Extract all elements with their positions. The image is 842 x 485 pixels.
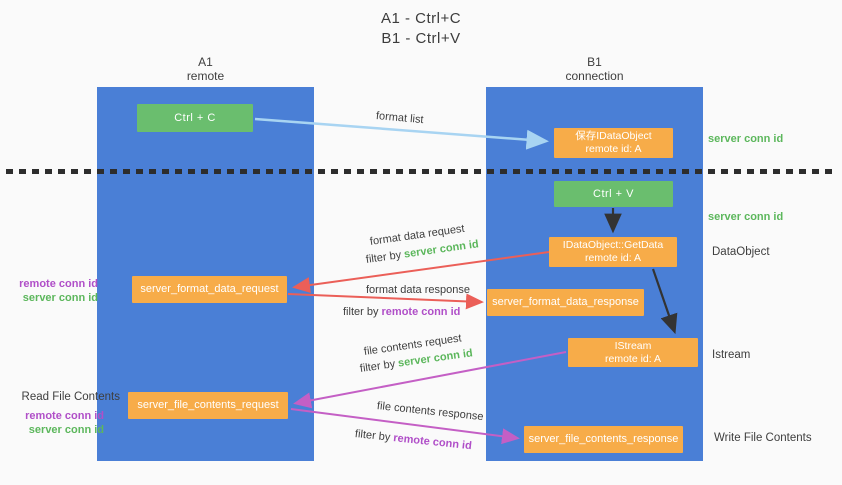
lane-b1-name: B1	[587, 55, 602, 69]
server-file-contents-request-box: server_file_contents_request	[128, 392, 288, 419]
server-format-data-request-label: server_format_data_request	[140, 283, 279, 295]
lane-b1-role: connection	[565, 69, 624, 83]
filter-by-prefix: filter by	[343, 306, 382, 318]
server-file-contents-response-label: server_file_contents_response	[528, 433, 679, 445]
file-contents-response-filter: filter by remote conn id	[354, 428, 472, 452]
write-file-contents-label: Write File Contents	[714, 432, 812, 444]
dotted-separator	[6, 169, 836, 174]
istream-box: IStream remote id: A	[568, 338, 698, 367]
server-file-contents-request-label: server_file_contents_request	[137, 399, 279, 411]
getdata-line2: remote id: A	[584, 252, 642, 264]
save-idataobject-line2: remote id: A	[585, 143, 642, 155]
save-idataobject-line1: 保存IDataObject	[575, 130, 652, 142]
istream-line2: remote id: A	[604, 352, 662, 365]
read-file-contents-label: Read File Contents	[21, 391, 120, 403]
istream-side-label: Istream	[712, 349, 751, 361]
remote-conn-id-label-2: remote conn id	[25, 410, 104, 422]
remote-conn-id-key: remote conn id	[381, 306, 461, 318]
filter-by-prefix: filter by	[365, 248, 405, 266]
format-list-label: format list	[375, 110, 425, 127]
remote-conn-id-key: remote conn id	[392, 432, 473, 453]
lane-header-b1-connection: B1 connection	[486, 55, 703, 83]
getdata-line1: IDataObject::GetData	[562, 239, 664, 251]
server-format-data-response-box: server_format_data_response	[487, 289, 644, 316]
lane-a1-name: A1	[198, 55, 213, 69]
diagram-title: A1 - Ctrl+C B1 - Ctrl+V	[0, 9, 842, 49]
ctrl-v-box: Ctrl + V	[554, 181, 673, 207]
server-conn-id-label-left1: server conn id	[22, 292, 98, 304]
save-idataobject-box: 保存IDataObject remote id: A	[554, 128, 673, 158]
ctrl-v-label: Ctrl + V	[593, 187, 634, 200]
title-line-b1: B1 - Ctrl+V	[381, 30, 461, 47]
dataobject-label: DataObject	[712, 246, 770, 258]
idataobject-getdata-box: IDataObject::GetData remote id: A	[549, 237, 677, 267]
lane-a1-role: remote	[186, 69, 225, 83]
title-line-a1: A1 - Ctrl+C	[380, 10, 462, 27]
ctrl-c-box: Ctrl + C	[137, 104, 253, 132]
remote-conn-id-label-1: remote conn id	[19, 278, 98, 290]
istream-line1: IStream	[614, 339, 652, 352]
ctrl-c-label: Ctrl + C	[174, 111, 216, 124]
server-conn-id-label-left2: server conn id	[28, 424, 104, 436]
filter-by-prefix: filter by	[359, 357, 399, 375]
format-data-response-label: format data response	[366, 284, 470, 296]
server-format-data-request-box: server_format_data_request	[132, 276, 287, 303]
file-contents-response-label: file contents response	[376, 400, 485, 424]
server-file-contents-response-box: server_file_contents_response	[524, 426, 683, 453]
server-conn-id-label-mid: server conn id	[708, 211, 784, 223]
server-format-data-response-label: server_format_data_response	[492, 296, 639, 308]
server-conn-id-label-top: server conn id	[708, 133, 784, 145]
format-data-response-filter: filter by remote conn id	[343, 306, 460, 318]
filter-by-prefix: filter by	[354, 428, 394, 444]
lane-header-a1-remote: A1 remote	[97, 55, 314, 83]
